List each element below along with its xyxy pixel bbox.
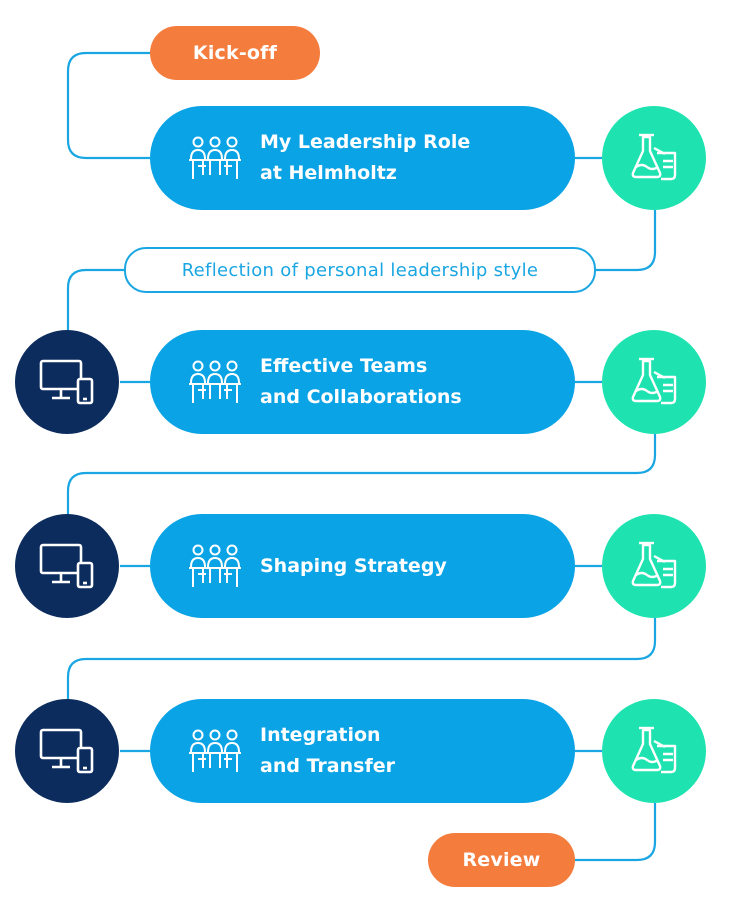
lab-flask-icon	[631, 357, 677, 405]
lab-circle	[602, 699, 706, 803]
computer-device-icon	[39, 728, 94, 774]
team-icon	[189, 360, 241, 403]
module-effective-teams: Effective Teams and Collaborations	[150, 330, 575, 434]
module-my-leadership-role: My Leadership Role at Helmholtz	[150, 106, 575, 210]
computer-device-icon	[39, 543, 94, 589]
module-title: My Leadership Role at Helmholtz	[260, 127, 470, 189]
online-circle	[15, 330, 119, 434]
computer-device-icon	[39, 359, 94, 405]
module-title-line2: at Helmholtz	[260, 162, 397, 184]
module-integration-transfer: Integration and Transfer	[150, 699, 575, 803]
team-icon	[189, 136, 241, 179]
module-title: Shaping Strategy	[260, 551, 447, 582]
module-title-line1: Integration	[260, 724, 381, 746]
kick-off-label: Kick-off	[192, 42, 278, 64]
module-title-line1: Effective Teams	[260, 355, 428, 377]
lab-flask-icon	[631, 133, 677, 181]
module-title: Integration and Transfer	[260, 720, 395, 782]
kick-off-pill: Kick-off	[150, 26, 320, 80]
review-pill: Review	[428, 833, 575, 887]
lab-flask-icon	[631, 726, 677, 774]
module-title-line2: and Transfer	[260, 755, 395, 777]
module-title-line1: Shaping Strategy	[260, 554, 447, 577]
lab-circle	[602, 106, 706, 210]
lab-circle	[602, 330, 706, 434]
team-icon	[189, 729, 241, 772]
online-circle	[15, 514, 119, 618]
lab-circle	[602, 514, 706, 618]
module-shaping-strategy: Shaping Strategy	[150, 514, 575, 618]
module-title-line1: My Leadership Role	[260, 131, 471, 153]
module-title-line2: and Collaborations	[260, 386, 462, 408]
reflection-pill: Reflection of personal leadership style	[124, 247, 596, 293]
lab-flask-icon	[631, 541, 677, 589]
review-label: Review	[462, 849, 541, 871]
module-title: Effective Teams and Collaborations	[260, 351, 462, 413]
reflection-label: Reflection of personal leadership style	[181, 259, 539, 281]
online-circle	[15, 699, 119, 803]
team-icon	[189, 544, 241, 587]
